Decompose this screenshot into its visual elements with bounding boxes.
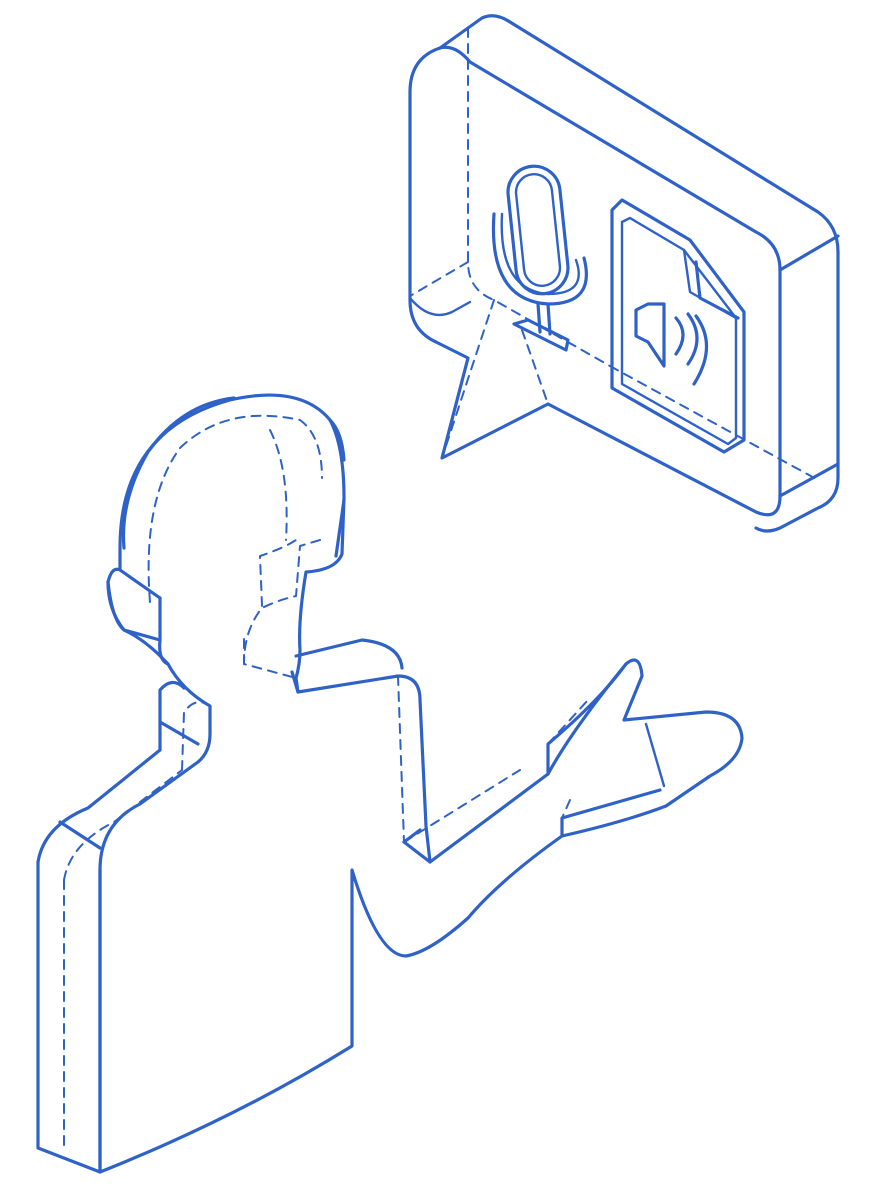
microphone-icon (491, 164, 588, 352)
audio-file-icon (610, 198, 746, 454)
speaker-icon (634, 302, 709, 386)
person-with-headset-icon (36, 393, 744, 1174)
speech-bubble-icon (408, 14, 840, 533)
